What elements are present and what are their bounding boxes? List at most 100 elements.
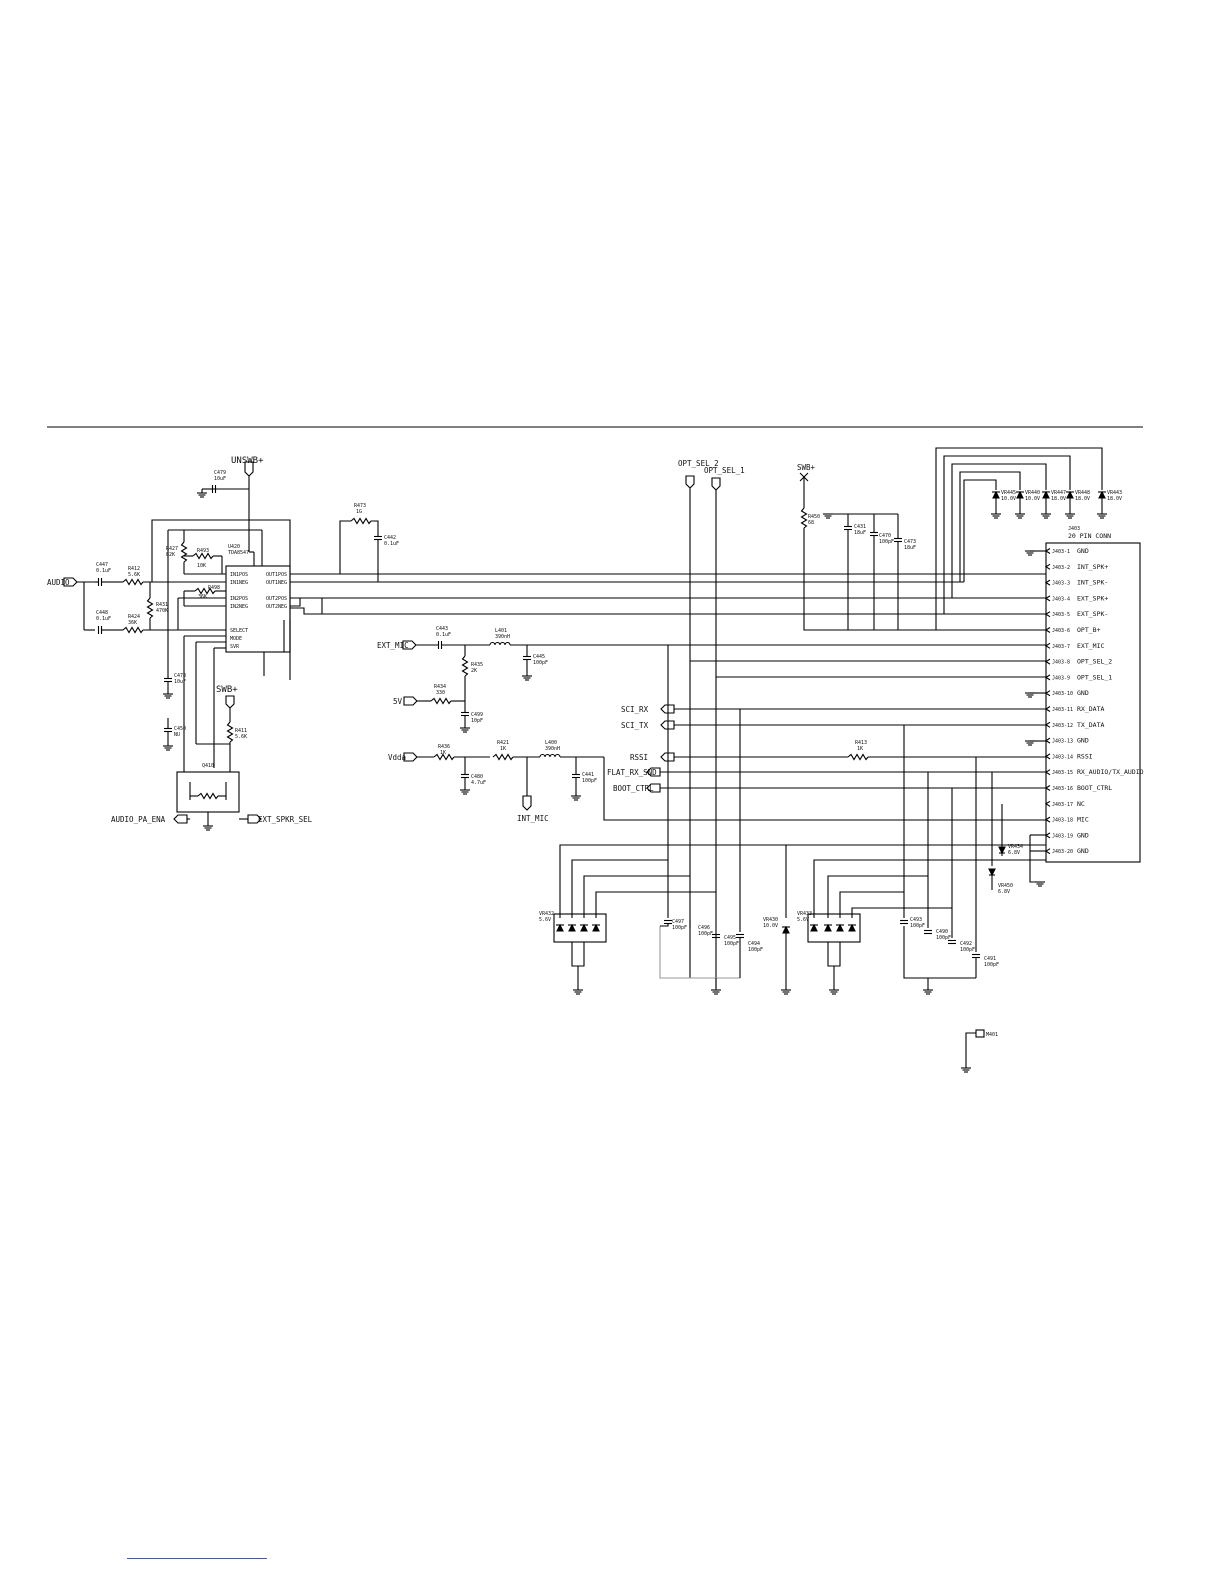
svg-text:C479: C479	[214, 470, 226, 476]
svg-text:IN2POS: IN2POS	[230, 596, 248, 602]
svg-text:36K: 36K	[128, 620, 137, 626]
pin-number: J403-3	[1052, 581, 1070, 587]
svg-text:1K: 1K	[857, 746, 863, 752]
svg-text:J403: J403	[1068, 526, 1080, 532]
svg-text:OPT_SEL_1: OPT_SEL_1	[704, 466, 745, 475]
svg-text:BOOT_CTRL: BOOT_CTRL	[613, 784, 654, 793]
svg-text:U420: U420	[228, 544, 240, 550]
pin-marker	[1044, 737, 1051, 744]
bottom-link-underline[interactable]	[127, 1558, 267, 1559]
capacitor-c443: C443 0.1uF	[436, 626, 490, 650]
svg-text:VR432: VR432	[539, 911, 554, 917]
svg-text:10uF: 10uF	[174, 679, 186, 685]
svg-text:SVR: SVR	[230, 644, 240, 650]
svg-text:SWB+: SWB+	[216, 685, 238, 695]
svg-text:100pF: 100pF	[724, 941, 739, 947]
svg-text:M401: M401	[986, 1032, 998, 1038]
resistor-r473: R473 1G	[339, 503, 379, 574]
pin-marker	[1044, 706, 1051, 712]
svg-text:18uF: 18uF	[854, 530, 866, 536]
svg-text:OUT1POS: OUT1POS	[266, 572, 287, 578]
svg-text:6.8V: 6.8V	[998, 889, 1010, 895]
capacitor-c445: C445 100pF	[521, 645, 548, 681]
svg-text:C431: C431	[854, 524, 866, 530]
svg-text:C443: C443	[436, 626, 448, 632]
svg-text:18uF: 18uF	[904, 545, 916, 551]
audio-label: AUDIO	[47, 578, 70, 587]
pin-marker	[1044, 800, 1051, 807]
svg-text:VR450: VR450	[998, 883, 1013, 889]
zener-vr430: VR430 10.0V	[763, 917, 792, 995]
sv-port: 5V	[393, 696, 418, 706]
svg-text:INT_MIC: INT_MIC	[517, 814, 549, 823]
svg-text:5.6K: 5.6K	[235, 734, 247, 740]
svg-text:100pF: 100pF	[698, 931, 713, 937]
pin-name: GND	[1077, 847, 1089, 855]
capacitor-c479: C479 10uF	[196, 470, 226, 498]
pin-name: EXT_SPK+	[1077, 594, 1108, 602]
pin-name: RSSI	[1077, 752, 1093, 760]
svg-text:C448: C448	[96, 610, 108, 616]
pin-number: J403-2	[1052, 565, 1070, 571]
pin-name: BOOT_CTRL	[1077, 784, 1112, 792]
pin-number: J403-7	[1052, 644, 1070, 650]
svg-text:UNSWB+: UNSWB+	[231, 456, 264, 466]
pin-number: J403-5	[1052, 612, 1070, 618]
svg-text:R427: R427	[166, 546, 178, 552]
svg-text:R493: R493	[197, 548, 209, 554]
svg-text:C478: C478	[174, 673, 186, 679]
pin-marker	[1044, 769, 1051, 776]
pin-marker	[1044, 832, 1051, 839]
swb-port-left: SWB+	[216, 685, 238, 722]
capacitor-c499: C499 10pF	[459, 711, 483, 733]
svg-text:IN1NEG: IN1NEG	[230, 580, 248, 586]
svg-text:C499: C499	[471, 712, 483, 718]
capacitor-c478: C478 10uF	[162, 672, 186, 699]
pin-marker	[1044, 548, 1051, 554]
opt-sel-2-port: OPT_SEL_2	[678, 459, 719, 978]
svg-text:5.6V: 5.6V	[797, 917, 809, 923]
svg-text:VR440: VR440	[1025, 490, 1040, 496]
pin-number: J403-18	[1052, 818, 1073, 824]
capacitor-c480: C480 4.7uF	[459, 757, 486, 795]
svg-text:100pF: 100pF	[984, 962, 999, 968]
svg-text:1K: 1K	[440, 750, 446, 756]
svg-text:390nH: 390nH	[495, 634, 510, 640]
pin-marker	[1044, 785, 1051, 791]
pin-name: OPT_SEL_2	[1077, 658, 1112, 666]
svg-text:VR433: VR433	[797, 911, 812, 917]
capacitor-c450: C450 NU	[162, 718, 186, 751]
pin-name: RX_AUDIO/TX_AUDIO	[1077, 768, 1144, 776]
svg-text:100pF: 100pF	[936, 935, 951, 941]
pin-marker	[1044, 595, 1051, 602]
svg-text:C473: C473	[904, 539, 916, 545]
pin-name: GND	[1077, 831, 1089, 839]
capacitor-c470: C470 100pF	[869, 514, 894, 630]
vdda-port: Vdda	[388, 752, 418, 762]
resistor-r413: R413 1K	[847, 740, 1046, 761]
svg-text:IN2NEG: IN2NEG	[230, 604, 248, 610]
pin-name: RX_DATA	[1077, 705, 1104, 713]
svg-text:100pF: 100pF	[748, 947, 763, 953]
svg-text:Q410: Q410	[202, 763, 214, 769]
zener-vr440: VR440 10.0V	[1014, 490, 1040, 519]
capacitor-c490: C490 100pF	[923, 929, 951, 941]
svg-text:100pF: 100pF	[910, 923, 925, 929]
svg-text:C497: C497	[672, 919, 684, 925]
svg-text:VR448: VR448	[1075, 490, 1090, 496]
pin-marker	[1044, 563, 1051, 570]
svg-text:0.1uF: 0.1uF	[384, 541, 399, 547]
svg-text:OUT2POS: OUT2POS	[266, 596, 287, 602]
svg-text:330: 330	[436, 690, 445, 696]
svg-text:VR447: VR447	[1051, 490, 1066, 496]
unswb-port: UNSWB+	[210, 456, 264, 553]
svg-text:10.0V: 10.0V	[763, 923, 778, 929]
zener-vr450: VR450 6.8V	[988, 868, 1013, 895]
